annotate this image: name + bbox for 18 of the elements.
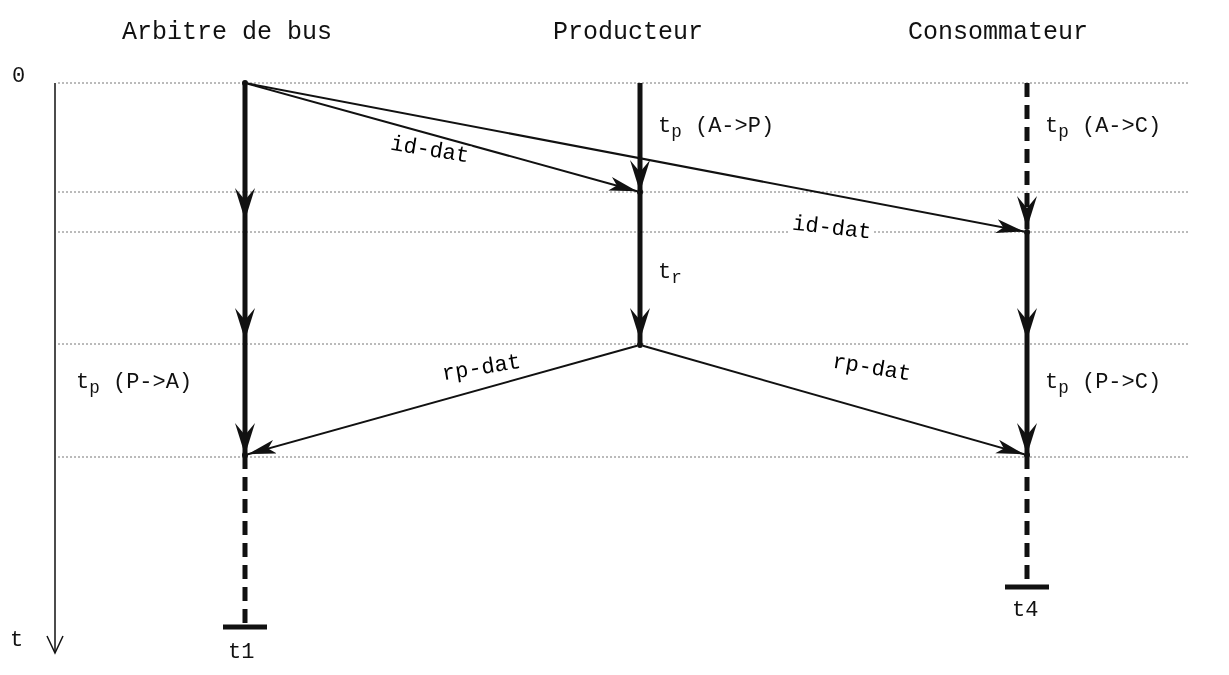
duration-label: t$_{r}$ — [658, 262, 682, 288]
duration-label: t$_{p}$ (P->A) — [76, 372, 193, 398]
time-label: t4 — [1012, 600, 1039, 622]
time-label: t1 — [228, 642, 255, 664]
event-point — [1024, 229, 1030, 235]
axis-label: 0 — [12, 66, 26, 88]
event-point — [242, 80, 248, 86]
arrow — [246, 82, 1026, 234]
arrow — [246, 344, 639, 456]
event-point — [637, 342, 643, 348]
axis-label: t — [10, 630, 24, 652]
duration-label: t$_{p}$ (A->P) — [658, 116, 775, 142]
arrow — [641, 344, 1026, 456]
lifeline-header: Producteur — [553, 20, 704, 45]
lifeline-header: Arbitre de bus — [122, 20, 333, 45]
lifeline-header: Consommateur — [908, 20, 1089, 45]
duration-label: t$_{p}$ (P->C) — [1045, 372, 1162, 398]
duration-label: t$_{p}$ (A->C) — [1045, 116, 1162, 142]
